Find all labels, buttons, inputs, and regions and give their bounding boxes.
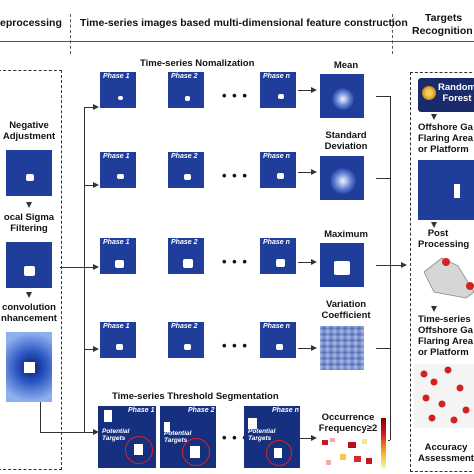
row2-phasen-image: Phase n — [260, 152, 296, 188]
row1-phasen-image: Phase n — [260, 72, 296, 108]
max-label: Maximum — [324, 229, 368, 240]
row1-phase2-image: Phase 2 — [168, 72, 204, 108]
header-divider-1 — [70, 14, 72, 54]
preprocessing-panel — [0, 70, 62, 470]
feature-construction-header: Time-series images based multi-dimension… — [80, 17, 408, 29]
row1-link — [298, 90, 312, 91]
threshold-branch — [40, 432, 94, 433]
row1-arrow — [311, 87, 317, 93]
merge-4 — [376, 348, 390, 349]
deconvolution-image — [6, 332, 52, 402]
row1-ellipsis: • • • — [222, 88, 248, 103]
preprocessing-header: eprocessing — [0, 17, 62, 29]
cv-image — [320, 326, 364, 370]
row2-link — [298, 172, 312, 173]
row3-phasen-image: Phase n — [260, 238, 296, 274]
recognition-header: Recognition — [412, 25, 473, 37]
mean-label: Mean — [333, 60, 359, 71]
row4-link — [298, 348, 312, 349]
occurrence-image — [318, 436, 378, 470]
branch-2 — [84, 185, 94, 186]
branch-main-line — [60, 267, 84, 268]
post-processing-image — [418, 252, 474, 308]
right-arrow-2 — [431, 222, 437, 228]
row3-phase2-image: Phase 2 — [168, 238, 204, 274]
row2-phase2-image: Phase 2 — [168, 152, 204, 188]
down-arrow-1 — [26, 202, 32, 208]
row5-link — [300, 438, 312, 439]
post-processing-polygon — [423, 257, 474, 299]
row1-phase1-image: Phase 1 — [100, 72, 136, 108]
row5-arrow — [311, 435, 317, 441]
branch-arrow-5 — [93, 429, 99, 435]
header-rule — [0, 41, 474, 42]
branch-1 — [84, 107, 94, 108]
branch-arrow-2 — [93, 182, 99, 188]
branch-3 — [84, 267, 94, 268]
merge-5 — [388, 440, 390, 441]
local-sigma-image — [6, 242, 52, 288]
row4-arrow — [311, 345, 317, 351]
merge-2 — [376, 178, 390, 179]
merge-3 — [376, 265, 390, 266]
threshold-title: Time-series Threshold Segmentation — [112, 391, 279, 402]
row3-ellipsis: • • • — [222, 254, 248, 269]
accuracy-scatter — [414, 364, 474, 428]
down-arrow-2 — [26, 292, 32, 298]
row2-arrow — [311, 169, 317, 175]
merge-trunk — [390, 96, 391, 440]
branch-arrow-3 — [93, 264, 99, 270]
merge-1 — [376, 96, 390, 97]
branch-arrow-4 — [93, 346, 99, 352]
mean-image — [320, 74, 364, 118]
negative-adjustment-image — [6, 150, 52, 196]
row3-phase1-image: Phase 1 — [100, 238, 136, 274]
row4-ellipsis: • • • — [222, 338, 248, 353]
recognition-panel — [410, 72, 474, 472]
deconv-down-line — [40, 402, 41, 432]
row2-phase1-image: Phase 1 — [100, 152, 136, 188]
max-image — [320, 243, 364, 287]
row5-ellipsis: • • • — [222, 430, 248, 445]
branch-arrow-1 — [93, 104, 99, 110]
accuracy-dots — [420, 366, 470, 424]
targets-header: Targets — [425, 12, 463, 24]
row4-phase2-image: Phase 2 — [168, 322, 204, 358]
branch-4 — [84, 349, 94, 350]
offshore-image-1 — [418, 160, 474, 220]
right-arrow-1 — [431, 114, 437, 120]
branch-trunk — [84, 107, 85, 432]
merge-out — [390, 265, 402, 266]
std-image — [320, 156, 364, 200]
occurrence-colorbar — [381, 418, 386, 468]
row3-arrow — [311, 259, 317, 265]
row4-phasen-image: Phase n — [260, 322, 296, 358]
forest-icon — [422, 86, 436, 100]
normalization-title: Time-series Nomalization — [140, 58, 255, 69]
right-arrow-3 — [431, 306, 437, 312]
row2-ellipsis: • • • — [222, 168, 248, 183]
row3-link — [298, 262, 312, 263]
header-divider-2 — [392, 14, 394, 54]
merge-arrow — [401, 262, 407, 268]
row4-phase1-image: Phase 1 — [100, 322, 136, 358]
